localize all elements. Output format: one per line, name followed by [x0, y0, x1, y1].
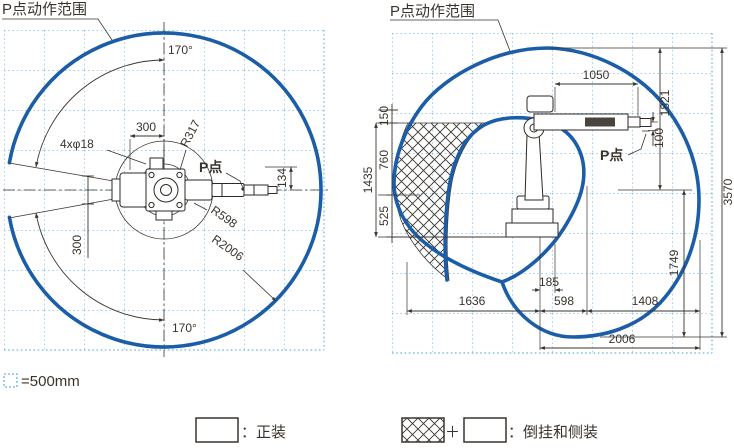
mount-hole — [176, 201, 183, 209]
p-point-marker — [241, 187, 245, 191]
j3-motor — [526, 95, 554, 113]
r2006-leader — [242, 269, 277, 302]
dim-150-label: 150 — [377, 106, 391, 126]
work-envelope-outline — [392, 46, 701, 339]
angle-bottom-label: 170° — [172, 321, 197, 335]
dim-1050-label: 1050 — [583, 68, 610, 82]
dim-2006-label: 2006 — [609, 332, 636, 346]
plain-swatch — [463, 417, 507, 443]
angle-top-label: 170° — [168, 43, 193, 57]
p-point-leader — [225, 172, 244, 189]
flange — [639, 118, 652, 127]
dim-525-label: 525 — [377, 206, 391, 226]
plus-sign: ＋ — [445, 424, 460, 441]
dim-300-top-label: 300 — [136, 120, 156, 134]
deadzone-upper-line — [8, 162, 126, 184]
right-title-leader — [390, 19, 511, 52]
right-title: P点动作范围 — [390, 3, 475, 20]
arm-segment — [211, 183, 245, 197]
holes-label: 4xφ18 — [60, 137, 94, 151]
right-view: P点 1050 100 1821 1749 3570 150 — [361, 3, 734, 354]
dim-1821-label: 1821 — [658, 89, 672, 116]
dim-134-label: 134 — [275, 168, 289, 188]
normal-mount-swatch — [195, 417, 239, 443]
wrist — [627, 116, 641, 128]
mount-hole — [176, 171, 183, 179]
deadzone-lower-line — [8, 196, 126, 219]
p-point-label: P点 — [600, 147, 623, 163]
p-point-label: P点 — [199, 159, 222, 175]
mount-hole — [148, 171, 155, 179]
base — [505, 222, 559, 238]
left-title: P点动作范围 — [2, 1, 87, 18]
r598-leader — [193, 202, 208, 211]
dim-1749-label: 1749 — [667, 249, 681, 276]
dim-598-label: 598 — [554, 294, 574, 308]
angle-arc-bottom — [35, 212, 165, 322]
work-envelope-outline — [7, 31, 323, 349]
dim-760-label: 760 — [377, 150, 391, 170]
left-view: 170° 170° 300 — [2, 1, 331, 357]
dim-1408-label: 1408 — [632, 294, 659, 308]
r317-leader — [179, 149, 187, 171]
dim-300-left-label: 300 — [70, 235, 84, 255]
dim-185-label: 185 — [539, 275, 559, 289]
wrist — [243, 184, 269, 196]
legend: =500mm ：正装 ＋ ：倒挂和侧装 — [3, 373, 598, 443]
inverted-mount-label: ：倒挂和侧装 — [508, 424, 598, 441]
dim-1636-label: 1636 — [459, 294, 486, 308]
arm-segment — [184, 179, 213, 201]
left-title-leader — [2, 18, 113, 41]
flange — [267, 186, 278, 194]
dim-3570-label: 3570 — [721, 178, 734, 205]
scale-note: =500mm — [21, 373, 80, 390]
grid-square-swatch — [3, 373, 18, 388]
robot-side-view — [505, 95, 652, 238]
holes-leader — [106, 149, 147, 165]
dim-1435-label: 1435 — [361, 166, 375, 193]
mount-hole — [148, 201, 155, 209]
normal-mount-label: ：正装 — [241, 424, 286, 441]
p-point-leader — [627, 133, 647, 156]
grid-edge — [392, 33, 713, 354]
robot-top-view — [111, 157, 278, 221]
dim-100-label: 100 — [652, 128, 666, 148]
crosshatch-swatch — [401, 417, 445, 443]
angle-arc-top — [35, 58, 165, 168]
